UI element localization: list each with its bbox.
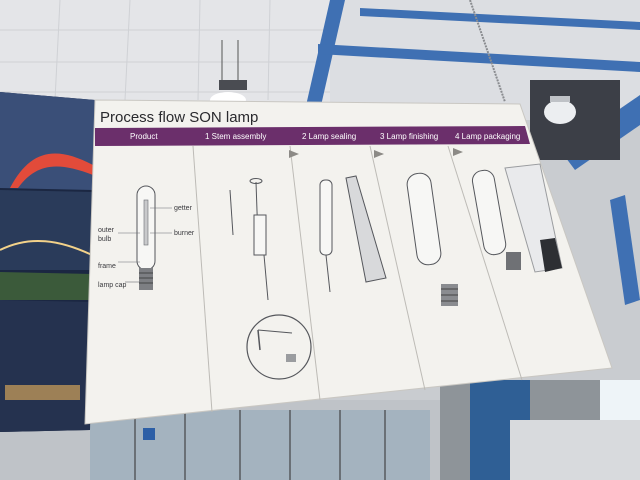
part-label-leaders [118, 207, 172, 283]
lamp-finishing-icon [406, 172, 458, 306]
workbench [510, 420, 640, 480]
flow-arrows [289, 148, 463, 158]
detail-zoom-circle-icon [246, 314, 312, 380]
column-header-product: Product [130, 132, 158, 141]
label-getter: getter [174, 205, 193, 212]
label-outer: outer [98, 227, 115, 234]
product-lamp-icon [136, 185, 156, 290]
window-right [600, 380, 640, 420]
partition-frames [134, 410, 386, 480]
lamp-packaging-icon [471, 163, 563, 273]
ceiling-tiles [0, 0, 330, 101]
dark-duct [530, 80, 620, 160]
round-fixture-icon [544, 96, 576, 124]
label-burner: burner [174, 230, 195, 237]
glass-partition [90, 410, 430, 480]
stem-assembly-icon [229, 178, 269, 301]
highway-photo-panel [0, 92, 95, 432]
label-bulb: bulb [98, 236, 111, 243]
column-header-lamp-finishing: 3 Lamp finishing [380, 132, 438, 141]
column-header-lamp-packaging: 4 Lamp packaging [455, 132, 520, 141]
process-flow-sign: Process flow SON lamp Product 1 Stem ass… [84, 99, 613, 425]
column-header-stem-assembly: 1 Stem assembly [205, 132, 266, 141]
column-dividers [192, 145, 523, 413]
lamp-sealing-icon [319, 175, 387, 293]
column-header-lamp-sealing: 2 Lamp sealing [302, 132, 356, 141]
label-lamp-cap: lamp cap [98, 282, 127, 289]
label-frame: frame [98, 263, 116, 270]
info-sign [143, 428, 155, 440]
sign-title: Process flow SON lamp [100, 109, 258, 126]
